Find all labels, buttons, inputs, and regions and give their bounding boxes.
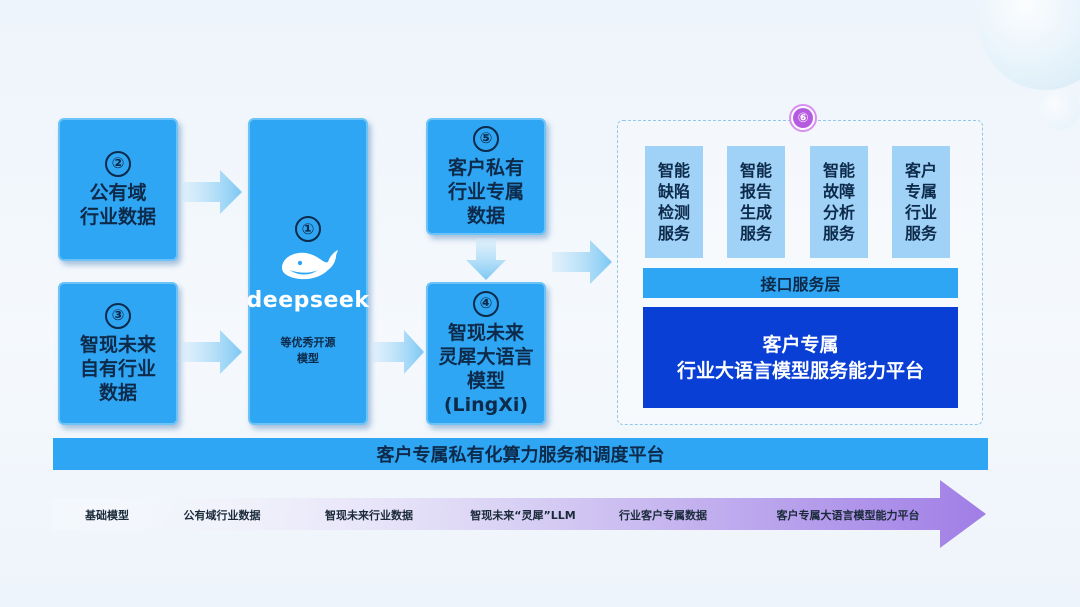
service-text: 报告	[739, 182, 772, 201]
service-text: 智能	[739, 161, 772, 180]
service-text: 客户	[904, 161, 937, 180]
compute-scheduling-platform-bar: 客户专属私有化算力服务和调度平台	[53, 438, 988, 470]
service-text: 智能	[822, 161, 855, 180]
decorative-bubble-small	[1040, 90, 1080, 130]
box-line: 灵犀大语言	[438, 345, 534, 368]
llm-service-platform: 客户专属 行业大语言模型服务能力平台	[643, 307, 958, 408]
service-defect-detection: 智能 缺陷 检测 服务	[645, 146, 703, 258]
logo-text: deepseek	[246, 288, 370, 313]
step-number: ④	[473, 290, 499, 317]
service-text: 服务	[822, 224, 855, 243]
box-text: 智现未来 灵犀大语言 模型 (LingXi)	[438, 321, 533, 417]
box-text: 智现未来 自有行业 数据	[80, 333, 156, 405]
box-text: 客户私有 行业专属 数据	[448, 156, 524, 228]
api-service-layer: 接口服务层	[643, 268, 958, 298]
service-text: 缺陷	[657, 182, 690, 201]
box-line: 模型	[466, 369, 505, 392]
step-badge: ⑥	[789, 104, 817, 132]
box-line: 客户私有	[447, 156, 524, 179]
progression-arrow-icon	[52, 480, 986, 548]
box-line: 公有域	[89, 181, 147, 204]
box-text: 公有域 行业数据	[80, 181, 156, 229]
flow-label: 公有域行业数据	[183, 509, 261, 522]
own-industry-data-box: ③ 智现未来 自有行业 数据	[58, 282, 178, 425]
deepseek-logo: deepseek	[247, 246, 370, 313]
box-line: 行业数据	[79, 205, 156, 228]
service-text: 故障	[822, 182, 855, 201]
arrow-right-icon	[552, 240, 612, 284]
box-line: 模型	[297, 352, 319, 365]
step-number: ①	[295, 216, 321, 242]
box-line: 智现未来	[447, 321, 524, 344]
service-text: 服务	[657, 224, 690, 243]
box-text: 等优秀开源 模型	[281, 335, 336, 367]
box-line: 数据	[466, 204, 505, 227]
service-text: 专属	[904, 182, 937, 201]
box-line: 自有行业	[79, 357, 156, 380]
whale-icon	[282, 250, 338, 280]
box-line: 智现未来	[79, 333, 156, 356]
open-source-model-box: ① deepseek 等优秀开源 模型	[247, 118, 370, 425]
box-line: 数据	[98, 381, 137, 404]
service-report-generation: 智能 报告 生成 服务	[727, 146, 785, 258]
service-text: 智能	[657, 161, 690, 180]
box-line: 行业专属	[447, 180, 524, 203]
service-customer-industry: 客户 专属 行业 服务	[892, 146, 950, 258]
customer-private-data-box: ⑤ 客户私有 行业专属 数据	[426, 118, 546, 235]
platform-line: 客户专属	[762, 333, 839, 356]
box-line: (LingXi)	[443, 393, 529, 416]
decorative-bubble	[980, 0, 1080, 90]
service-text: 分析	[822, 203, 855, 222]
arrow-right-icon	[182, 170, 242, 214]
step-number: ③	[105, 302, 131, 329]
step-number: ⑥	[793, 108, 813, 128]
service-text: 服务	[904, 224, 937, 243]
box-line: 等优秀开源	[280, 336, 336, 349]
flow-label: 客户专属大语言模型能力平台	[776, 509, 920, 522]
arrow-right-icon	[372, 330, 424, 374]
flow-label: 行业客户专属数据	[619, 509, 707, 522]
flow-label: 基础模型	[85, 509, 129, 522]
step-number: ②	[105, 150, 131, 177]
service-text: 检测	[657, 203, 690, 222]
service-text: 行业	[904, 203, 937, 222]
arrow-down-icon	[466, 238, 506, 280]
flow-label: 智现未来行业数据	[325, 509, 413, 522]
platform-line: 行业大语言模型服务能力平台	[676, 359, 924, 382]
flow-label: 智现未来“灵犀”LLM	[470, 509, 576, 522]
public-industry-data-box: ② 公有域 行业数据	[58, 118, 178, 261]
service-fault-analysis: 智能 故障 分析 服务	[810, 146, 868, 258]
arrow-right-icon	[182, 330, 242, 374]
step-number: ⑤	[473, 125, 499, 152]
service-text: 服务	[739, 224, 772, 243]
lingxi-llm-box: ④ 智现未来 灵犀大语言 模型 (LingXi)	[426, 282, 546, 425]
service-text: 生成	[739, 203, 772, 222]
